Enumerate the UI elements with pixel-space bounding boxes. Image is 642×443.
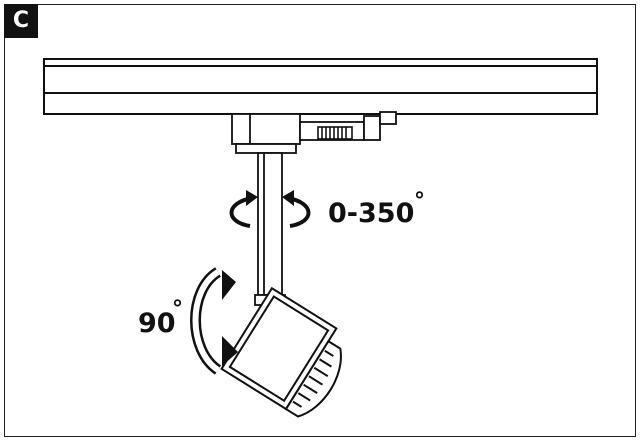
horizontal-rotation-label: 0-350 (328, 198, 414, 229)
figure-frame (4, 4, 636, 437)
horizontal-rotation-unit: ° (414, 189, 425, 214)
horizontal-rotation-arrows-icon (229, 196, 311, 228)
adapter-knob (317, 126, 353, 140)
track-adapter (231, 111, 397, 154)
light-stem (254, 152, 286, 306)
panel-label: C (4, 4, 38, 38)
tilt-arrow-icon (190, 267, 238, 375)
lamp-head (220, 286, 342, 418)
vertical-rotation-unit: ° (172, 297, 183, 322)
horizontal-rotation-arrowheads-icon (246, 190, 294, 206)
track-rail (43, 58, 598, 115)
vertical-rotation-label: 90 (138, 308, 176, 339)
